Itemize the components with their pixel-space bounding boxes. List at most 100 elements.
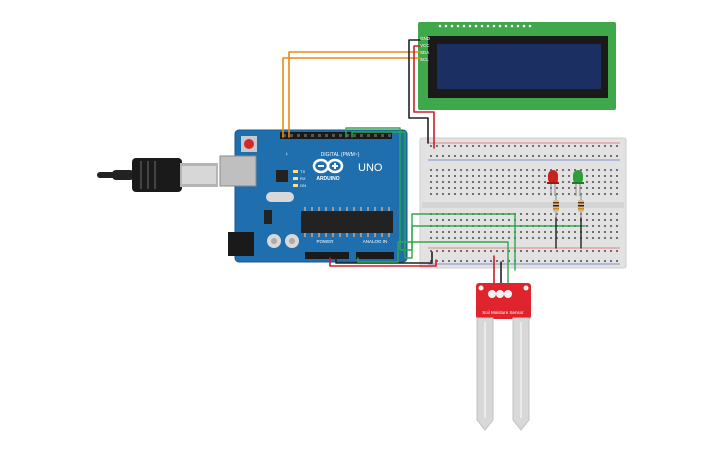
breadboard-hole	[598, 175, 600, 177]
breadboard-hole	[454, 169, 456, 171]
arduino-logo	[312, 158, 344, 174]
breadboard-hole	[586, 169, 588, 171]
breadboard-hole	[520, 260, 522, 262]
soil-moisture-sensor[interactable]: Soil Moisture Sensor	[476, 283, 531, 431]
breadboard-hole	[550, 250, 552, 252]
wire-led-green[interactable]	[351, 131, 586, 259]
breadboard-hole	[544, 213, 546, 215]
breadboard-hole	[592, 169, 594, 171]
breadboard-hole	[490, 175, 492, 177]
breadboard-hole	[466, 250, 468, 252]
red-led[interactable]	[547, 170, 559, 196]
wire-sda[interactable]	[282, 57, 421, 138]
breadboard-hole	[574, 219, 576, 221]
breadboard-hole	[472, 219, 474, 221]
breadboard-hole	[514, 155, 516, 157]
breadboard-hole	[478, 260, 480, 262]
usb-jack	[219, 155, 257, 187]
breadboard-hole	[526, 187, 528, 189]
breadboard-hole	[514, 169, 516, 171]
breadboard-hole	[460, 219, 462, 221]
wire-lcd-gnd[interactable]	[408, 39, 429, 144]
breadboard-hole	[478, 219, 480, 221]
breadboard-hole	[448, 145, 450, 147]
breadboard-hole	[514, 145, 516, 147]
analog-header[interactable]	[356, 252, 394, 259]
breadboard-hole	[586, 260, 588, 262]
wire-a0[interactable]	[357, 241, 509, 291]
breadboard-hole	[556, 213, 558, 215]
wire-5v[interactable]	[329, 257, 437, 267]
breadboard-hole	[538, 155, 540, 157]
breadboard-hole	[454, 175, 456, 177]
breadboard-hole	[436, 155, 438, 157]
analog-header-label: ANALOG IN	[363, 239, 388, 244]
resistor-red-led[interactable]	[553, 194, 559, 218]
breadboard-hole	[544, 231, 546, 233]
breadboard-hole	[526, 231, 528, 233]
breadboard-hole	[508, 155, 510, 157]
breadboard-hole	[598, 250, 600, 252]
breadboard-hole	[574, 145, 576, 147]
breadboard-hole	[478, 237, 480, 239]
breadboard-hole	[544, 181, 546, 183]
breadboard-hole	[520, 219, 522, 221]
breadboard-hole	[442, 219, 444, 221]
breadboard-hole	[466, 187, 468, 189]
breadboard-hole	[502, 175, 504, 177]
breadboard-hole	[448, 231, 450, 233]
breadboard-hole	[442, 145, 444, 147]
breadboard-hole	[472, 169, 474, 171]
arduino-uno-board[interactable]: DIGITAL (PWM~) ARDUINO UNO TX RX ON L	[219, 129, 408, 263]
breadboard-hole	[490, 219, 492, 221]
reset-button[interactable]	[244, 139, 254, 149]
rx-label: RX	[300, 176, 306, 181]
breadboard-hole	[526, 250, 528, 252]
breadboard-hole	[544, 169, 546, 171]
digital-header[interactable]	[280, 132, 392, 139]
breadboard[interactable]	[419, 137, 627, 269]
resistor-green-led[interactable]	[578, 194, 584, 218]
breadboard-hole	[532, 250, 534, 252]
breadboard-hole	[538, 193, 540, 195]
breadboard-hole	[496, 187, 498, 189]
breadboard-hole	[466, 169, 468, 171]
breadboard-hole	[610, 231, 612, 233]
breadboard-hole	[532, 231, 534, 233]
breadboard-hole	[556, 187, 558, 189]
breadboard-hole	[574, 193, 576, 195]
breadboard-hole	[490, 231, 492, 233]
breadboard-hole	[574, 250, 576, 252]
breadboard-hole	[448, 193, 450, 195]
breadboard-hole	[526, 145, 528, 147]
digital-header-label: DIGITAL (PWM~)	[321, 152, 360, 158]
breadboard-hole	[538, 181, 540, 183]
breadboard-hole	[616, 193, 618, 195]
breadboard-hole	[430, 219, 432, 221]
breadboard-hole	[562, 237, 564, 239]
breadboard-hole	[448, 155, 450, 157]
breadboard-hole	[478, 145, 480, 147]
wire-lcd-vcc[interactable]	[413, 45, 435, 149]
breadboard-hole	[586, 181, 588, 183]
green-led[interactable]	[572, 170, 584, 196]
breadboard-hole	[580, 145, 582, 147]
breadboard-hole	[460, 260, 462, 262]
breadboard-hole	[496, 145, 498, 147]
power-header[interactable]	[305, 252, 349, 259]
breadboard-hole	[598, 260, 600, 262]
breadboard-hole	[472, 193, 474, 195]
breadboard-hole	[460, 237, 462, 239]
wire-led-red[interactable]	[345, 127, 516, 271]
breadboard-hole	[616, 187, 618, 189]
breadboard-hole	[556, 237, 558, 239]
breadboard-hole	[502, 187, 504, 189]
breadboard-hole	[520, 193, 522, 195]
breadboard-hole	[592, 231, 594, 233]
breadboard-hole	[616, 231, 618, 233]
breadboard-hole	[466, 175, 468, 177]
wire-scl[interactable]	[288, 51, 421, 138]
lcd-display[interactable]: GND VCC SDA SCL	[418, 22, 616, 110]
breadboard-hole	[508, 187, 510, 189]
wire-gnd[interactable]	[335, 251, 433, 264]
